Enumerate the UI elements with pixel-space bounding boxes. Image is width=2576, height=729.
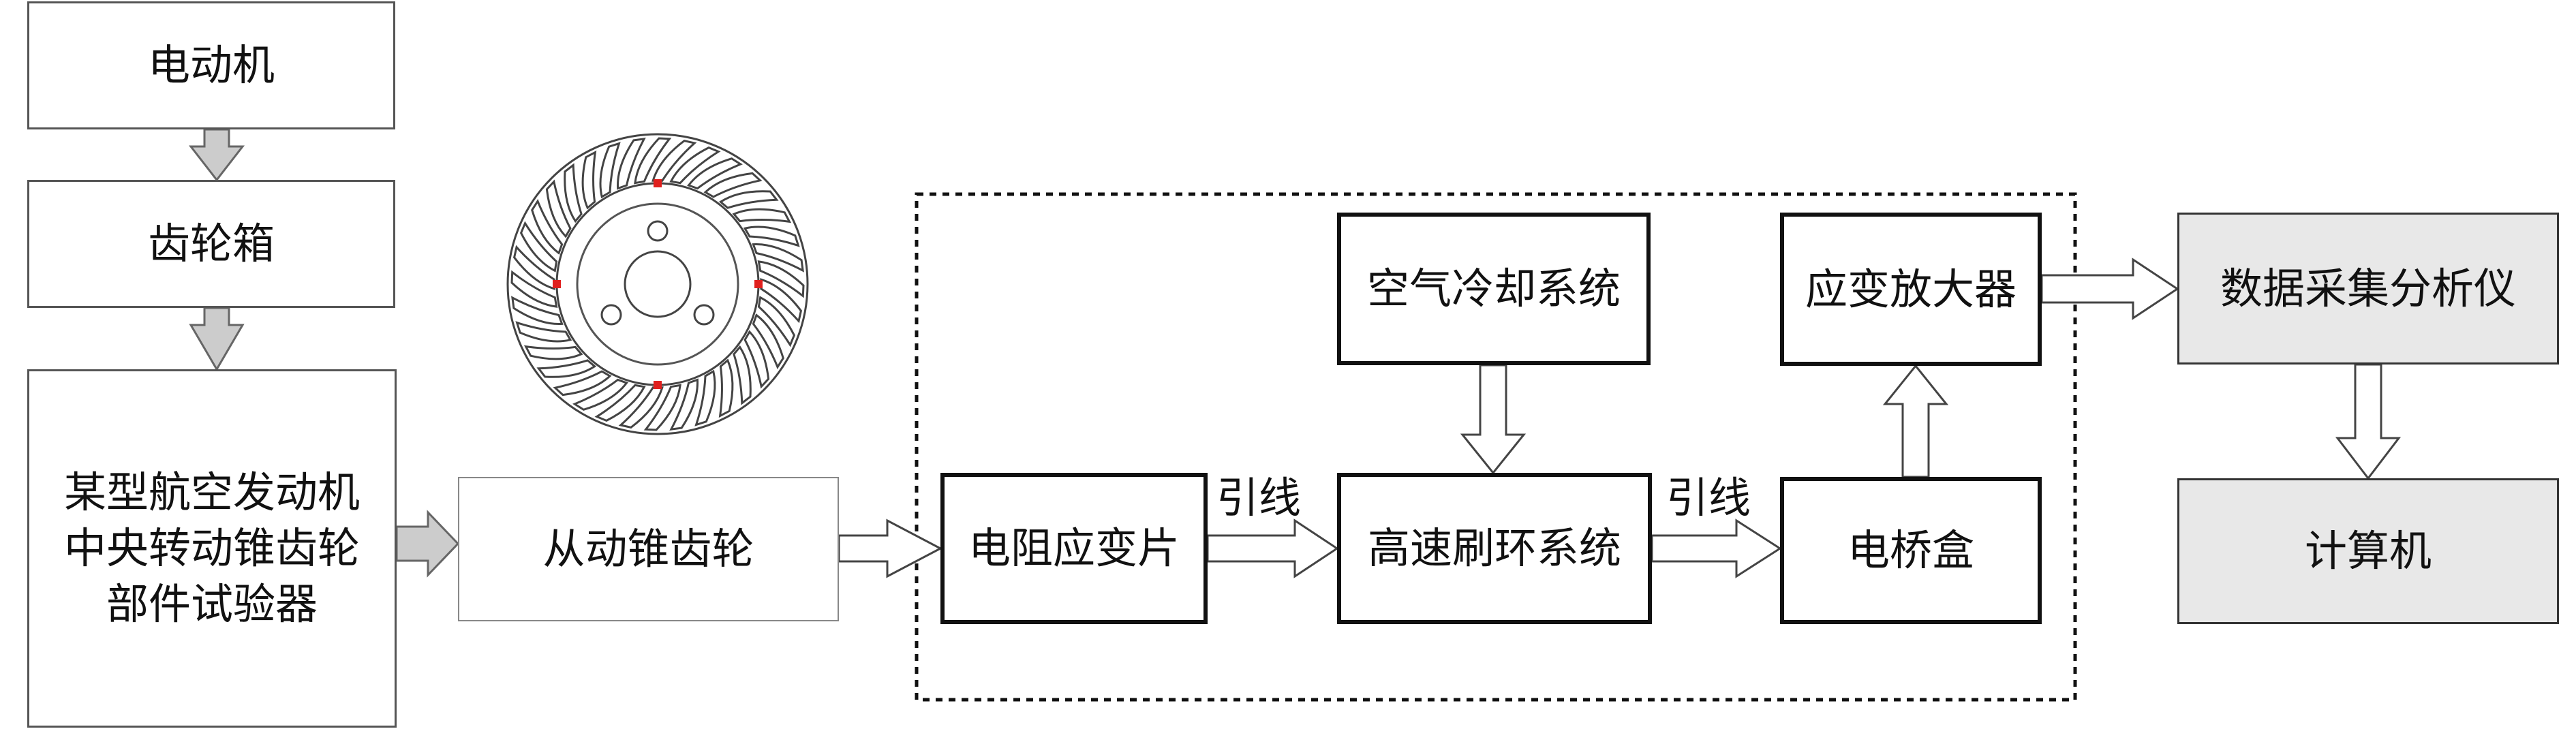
gear-tooth [757, 296, 796, 347]
node-air-cooling: 空气冷却系统 [1337, 213, 1651, 365]
gear-tooth [599, 142, 621, 199]
node-air-cooling-label: 空气冷却系统 [1366, 264, 1621, 314]
edge-label-lead-wire-1: 引线 [1216, 473, 1302, 523]
gear-teeth [510, 137, 805, 431]
bolt-hole-top [647, 220, 669, 242]
gear-tooth [694, 369, 716, 426]
node-test-rig-line-1: 某型航空发动机 [63, 467, 360, 518]
node-strain-gauge-label: 电阻应变片 [968, 523, 1180, 574]
node-test-rig: 某型航空发动机 中央转动锥齿轮 部件试验器 [27, 369, 397, 728]
gear-tooth [581, 150, 597, 210]
node-slip-ring-label: 高速刷环系统 [1367, 523, 1621, 574]
node-daq-label: 数据采集分析仪 [2220, 263, 2516, 313]
arrow-testrig-to-gear [395, 510, 460, 578]
gear-tooth [545, 179, 572, 238]
node-strain-gauge: 电阻应变片 [940, 473, 1208, 624]
gear-tooth [743, 226, 800, 247]
gear-tooth [572, 378, 628, 411]
gear-tooth [703, 172, 763, 198]
gear-tooth [531, 199, 564, 255]
node-gearbox: 齿轮箱 [27, 180, 395, 308]
node-motor-label: 电动机 [147, 40, 275, 91]
gear-tooth [553, 370, 612, 397]
edge-label-lead-wire-2: 引线 [1666, 473, 1751, 523]
gear-tooth [669, 378, 699, 431]
node-computer-label: 计算机 [2304, 526, 2432, 576]
strain-point-left [553, 280, 561, 288]
gear-tooth [564, 163, 583, 223]
gear-tooth [618, 386, 664, 429]
node-motor: 电动机 [27, 1, 395, 129]
strain-point-top [654, 179, 662, 187]
node-driven-bevel-gear-label: 从动锥齿轮 [542, 524, 754, 574]
gear-tooth [718, 358, 734, 418]
node-daq: 数据采集分析仪 [2177, 213, 2559, 364]
bolt-hole-left [600, 304, 622, 326]
gear-tooth [511, 296, 564, 325]
gear-tooth [651, 139, 697, 182]
gear-tooth [718, 190, 779, 209]
gear-tooth [523, 345, 583, 360]
gear-hub-ring [576, 202, 739, 366]
arrow-daq-to-computer [2335, 363, 2402, 480]
strain-point-right [754, 280, 763, 288]
node-computer: 计算机 [2177, 478, 2559, 624]
gear-tooth [760, 278, 803, 324]
node-driven-bevel-gear: 从动锥齿轮 [458, 477, 839, 621]
gear-tooth [643, 384, 681, 431]
node-test-rig-line-3: 部件试验器 [106, 578, 318, 629]
bolt-hole-right [693, 304, 715, 326]
arrow-gear-to-gauge [838, 518, 943, 578]
gear-tooth [743, 330, 770, 389]
arrow-slipring-to-bridge [1651, 518, 1782, 578]
gear-tooth [757, 260, 805, 298]
strain-point-bottom [654, 381, 662, 389]
gear-tooth [536, 359, 597, 378]
gear-outer-rim [506, 133, 809, 435]
gear-tooth [669, 146, 721, 185]
gear-tooth [515, 321, 572, 343]
gear-tooth [752, 243, 804, 273]
arrow-amplifier-to-daq [2040, 258, 2179, 320]
bevel-gear-illustration [506, 133, 809, 435]
arrow-gauge-to-slipring [1206, 518, 1339, 578]
arrow-gearbox-to-testrig [189, 307, 245, 371]
gear-tooth [512, 245, 555, 290]
node-gearbox-label: 齿轮箱 [147, 219, 275, 269]
node-slip-ring: 高速刷环系统 [1337, 473, 1652, 624]
gear-tooth [617, 138, 646, 190]
arrow-bridge-to-amplifier [1882, 364, 1949, 478]
gear-tooth [732, 208, 792, 223]
node-test-rig-line-2: 中央转动锥齿轮 [63, 523, 360, 574]
node-bridge-box: 电桥盒 [1780, 477, 2042, 624]
gear-tooth [687, 157, 743, 190]
gear-tooth [634, 137, 672, 185]
gear-tooth [594, 384, 646, 422]
measurement-group-boundary [915, 192, 2077, 702]
gear-tooth [519, 221, 558, 273]
node-strain-amplifier-label: 应变放大器 [1805, 264, 2017, 314]
arrow-cooling-to-slipring [1460, 364, 1527, 475]
gear-tooth [752, 313, 784, 369]
gear-tooth [733, 345, 752, 405]
gear-center-bore [624, 250, 692, 318]
node-strain-amplifier: 应变放大器 [1780, 213, 2042, 366]
arrow-motor-to-gearbox [188, 128, 245, 182]
gear-tooth [510, 270, 558, 308]
node-bridge-box-label: 电桥盒 [1847, 525, 1974, 576]
